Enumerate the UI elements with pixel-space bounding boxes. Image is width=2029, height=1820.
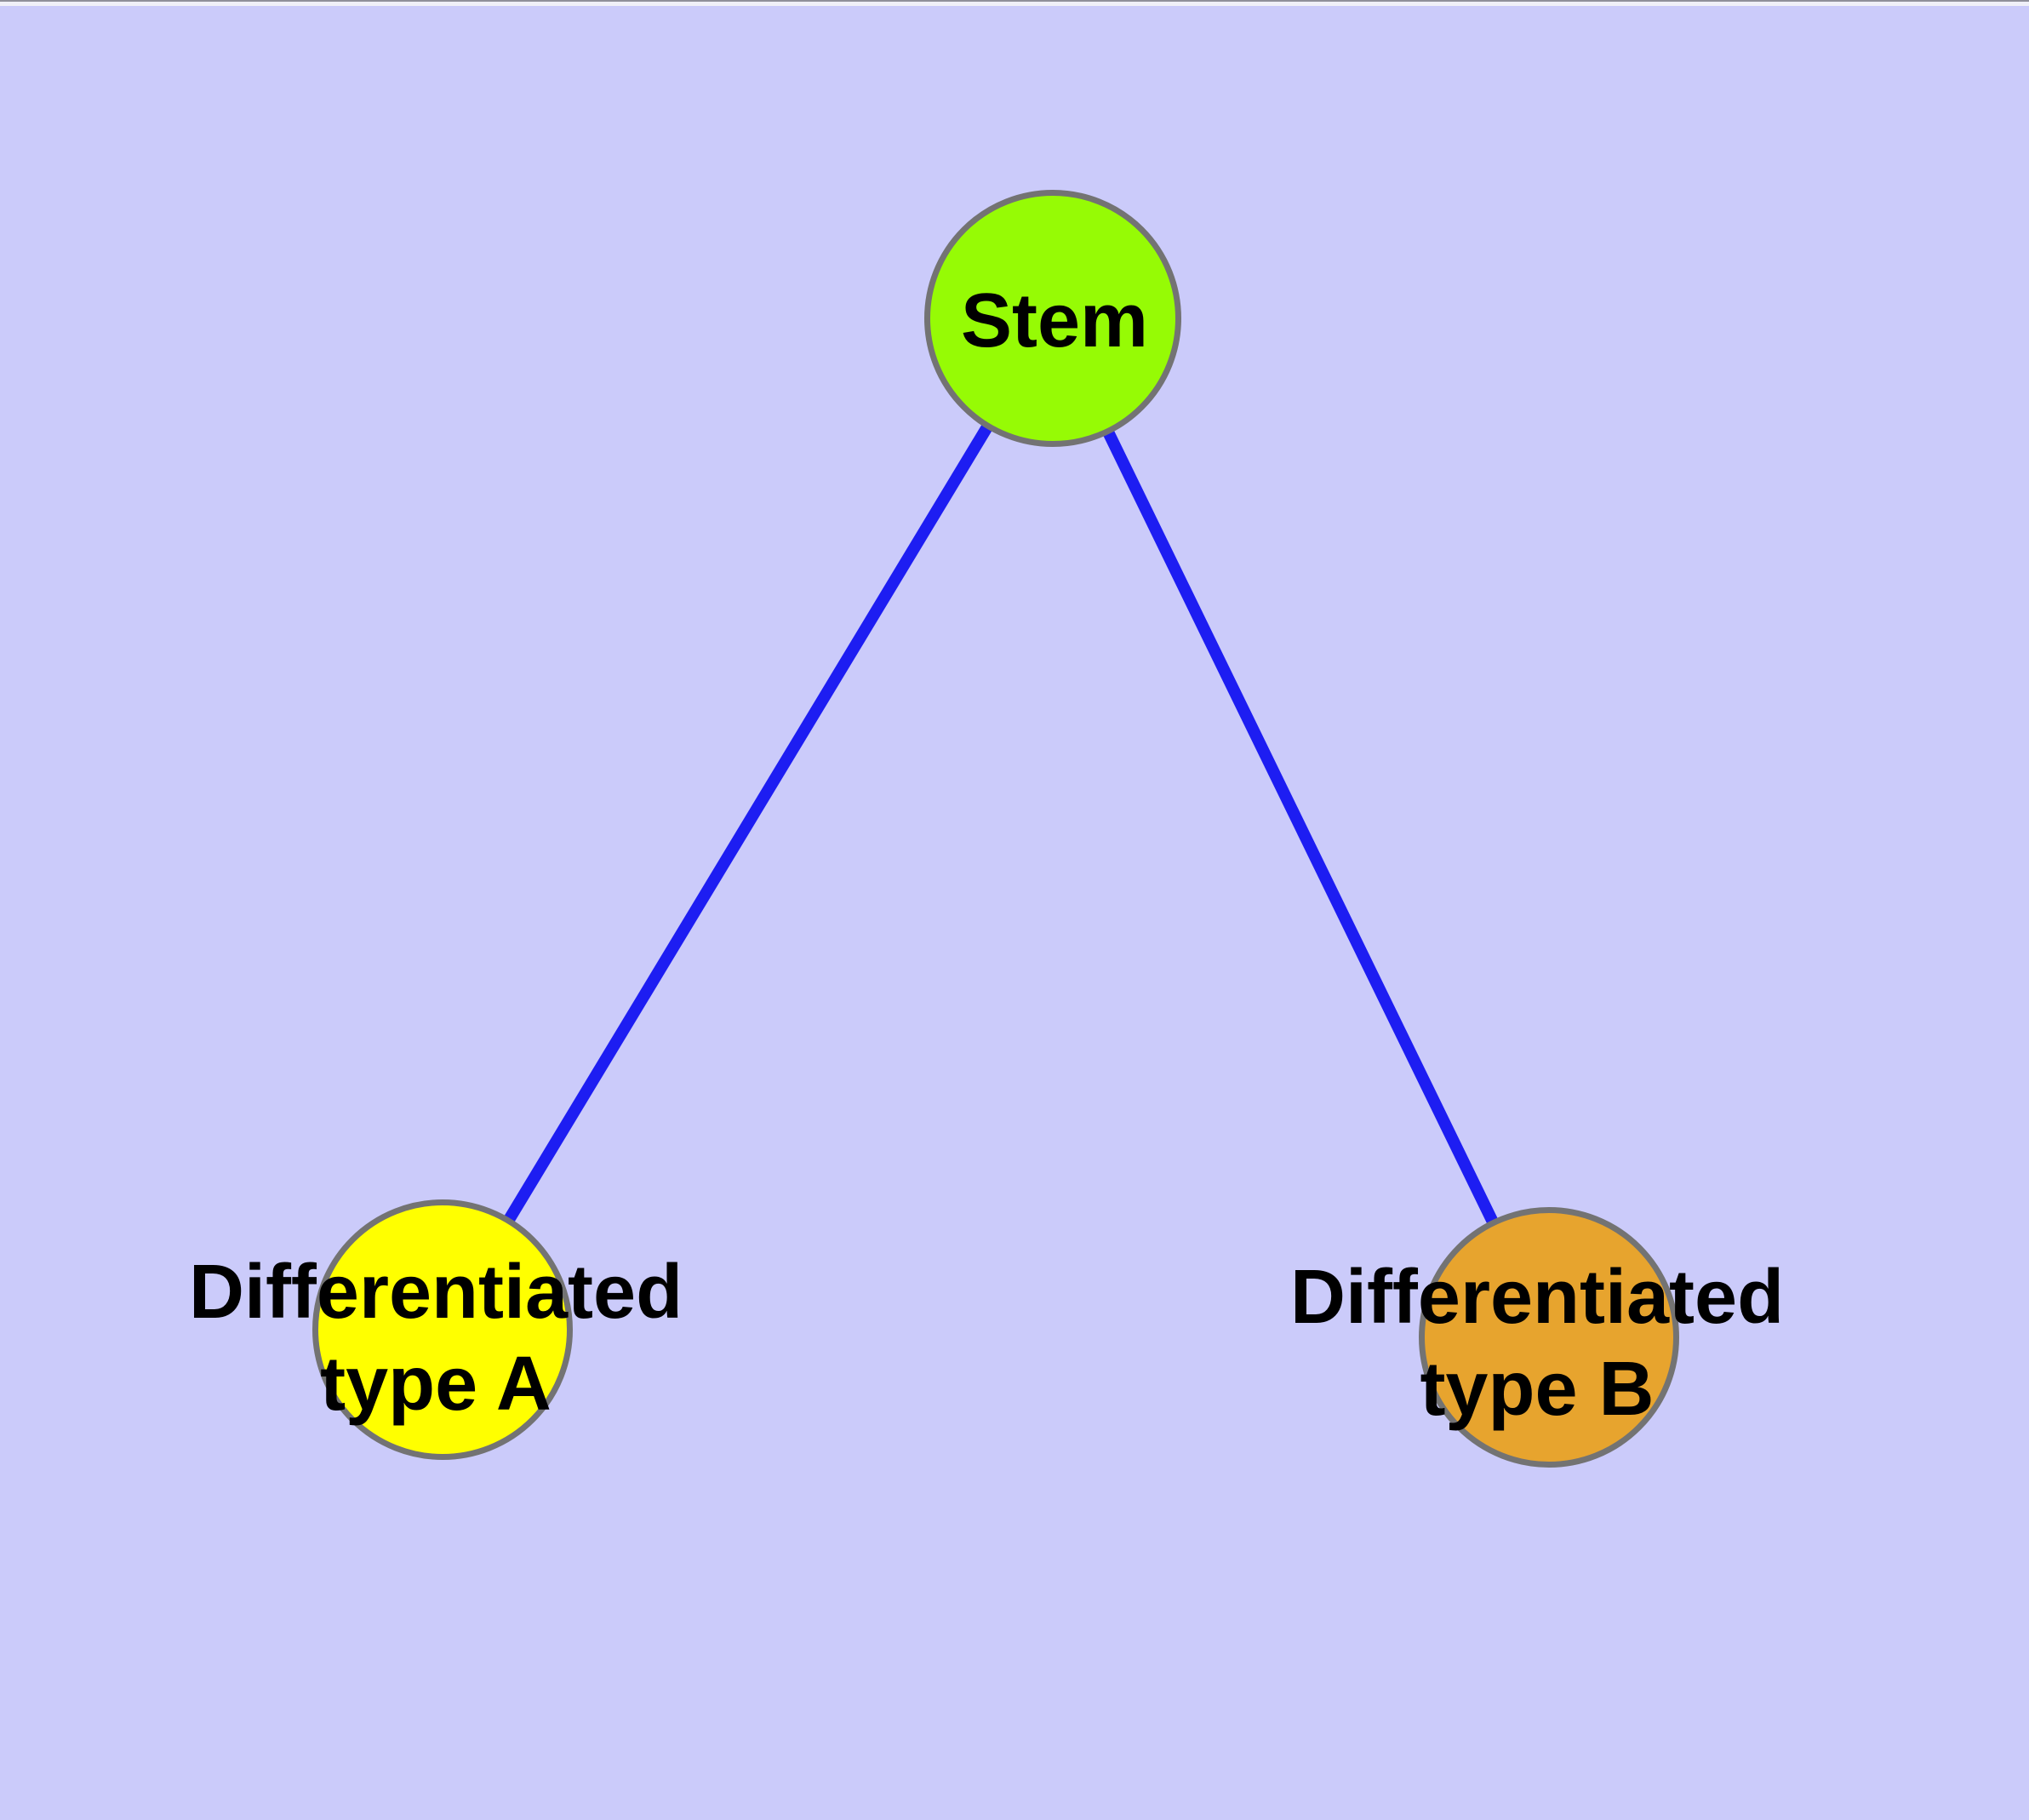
window-edge-artifact bbox=[0, 0, 2029, 6]
edge-stem-to-type-a bbox=[437, 315, 1058, 1333]
node-differentiated-type-a bbox=[312, 1199, 573, 1460]
edge-stem-to-type-b bbox=[1047, 315, 1555, 1341]
node-label-differentiated-type-b: Differentiated type B bbox=[1289, 1255, 1785, 1432]
node-stem bbox=[924, 190, 1181, 447]
node-label-differentiated-type-a: Differentiated type A bbox=[188, 1250, 683, 1427]
node-differentiated-type-b bbox=[1419, 1207, 1679, 1468]
node-label-stem: Stem bbox=[960, 278, 1149, 363]
